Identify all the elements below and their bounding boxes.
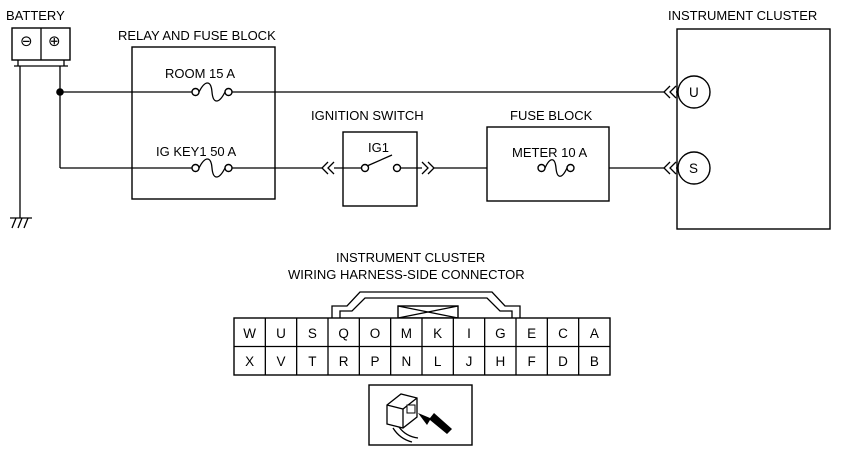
igkey-fuse-icon — [191, 158, 233, 178]
connector-view-arrow-icon — [368, 384, 473, 446]
battery-icon — [11, 27, 71, 67]
instrument-cluster-label: INSTRUMENT CLUSTER — [668, 8, 817, 23]
terminal-u — [677, 75, 711, 109]
battery-plus-terminal: ⊕ — [48, 33, 61, 50]
bottom-row-pin-t: T — [308, 354, 316, 369]
bottom-row-pin-v: V — [276, 354, 285, 369]
ground-icon — [10, 217, 32, 229]
top-row-pin-a: A — [590, 326, 599, 341]
relay-fuse-block-label: RELAY AND FUSE BLOCK — [118, 28, 276, 43]
connector-title-line2: WIRING HARNESS-SIDE CONNECTOR — [288, 267, 525, 282]
igkey-fuse-label: IG KEY1 50 A — [156, 144, 237, 159]
connector-title-line1: INSTRUMENT CLUSTER — [336, 250, 485, 265]
ignition-switch — [342, 131, 418, 207]
meter-fuse-icon — [537, 159, 575, 177]
bottom-row-pin-p: P — [370, 354, 379, 369]
top-row-pin-s: S — [308, 326, 317, 341]
top-row-pin-i: I — [467, 326, 471, 341]
instrument-cluster — [676, 28, 831, 230]
terminal-s — [677, 151, 711, 185]
switch-contact-icon — [360, 154, 402, 173]
top-row-pin-e: E — [527, 326, 536, 341]
top-row-pin-u: U — [276, 326, 286, 341]
ig1-label: IG1 — [368, 140, 389, 155]
top-row-pin-g: G — [495, 326, 506, 341]
top-row-pin-c: C — [558, 326, 568, 341]
fuse-block — [486, 126, 610, 202]
connector-u-icon — [663, 85, 677, 99]
bottom-row-pin-d: D — [558, 354, 568, 369]
ignition-switch-label: IGNITION SWITCH — [311, 108, 424, 123]
battery-positive-wire — [56, 66, 64, 168]
connector-right-icon — [421, 161, 435, 175]
room-fuse-label: ROOM 15 A — [165, 66, 235, 81]
battery-minus-terminal: ⊖ — [20, 33, 33, 50]
bottom-row-pin-r: R — [339, 354, 349, 369]
top-row-pin-o: O — [370, 326, 381, 341]
relay-fuse-block — [131, 46, 276, 200]
bottom-row-pin-f: F — [528, 354, 536, 369]
bottom-row-pin-n: N — [401, 354, 411, 369]
battery-label: BATTERY — [6, 8, 65, 23]
room-fuse-icon — [191, 82, 233, 102]
connector-s-icon — [663, 161, 677, 175]
terminal-s-label: S — [689, 161, 698, 176]
bottom-row-pin-j: J — [466, 354, 473, 369]
bottom-row-pin-x: X — [245, 354, 254, 369]
bottom-row-pin-b: B — [590, 354, 599, 369]
bottom-row-pin-h: H — [495, 354, 505, 369]
top-row-pin-m: M — [401, 326, 412, 341]
meter-fuse-label: METER 10 A — [512, 145, 587, 160]
fuse-block-label: FUSE BLOCK — [510, 108, 593, 123]
terminal-u-label: U — [689, 85, 699, 100]
top-row-pin-k: K — [433, 326, 442, 341]
bottom-row-pin-l: L — [434, 354, 442, 369]
connector-face: W U S Q O M K I G E C A X V T R P N L J H F D B — [233, 291, 611, 376]
top-row-pin-w: W — [243, 326, 256, 341]
top-row-pin-q: Q — [338, 326, 349, 341]
connector-left-icon — [321, 161, 335, 175]
